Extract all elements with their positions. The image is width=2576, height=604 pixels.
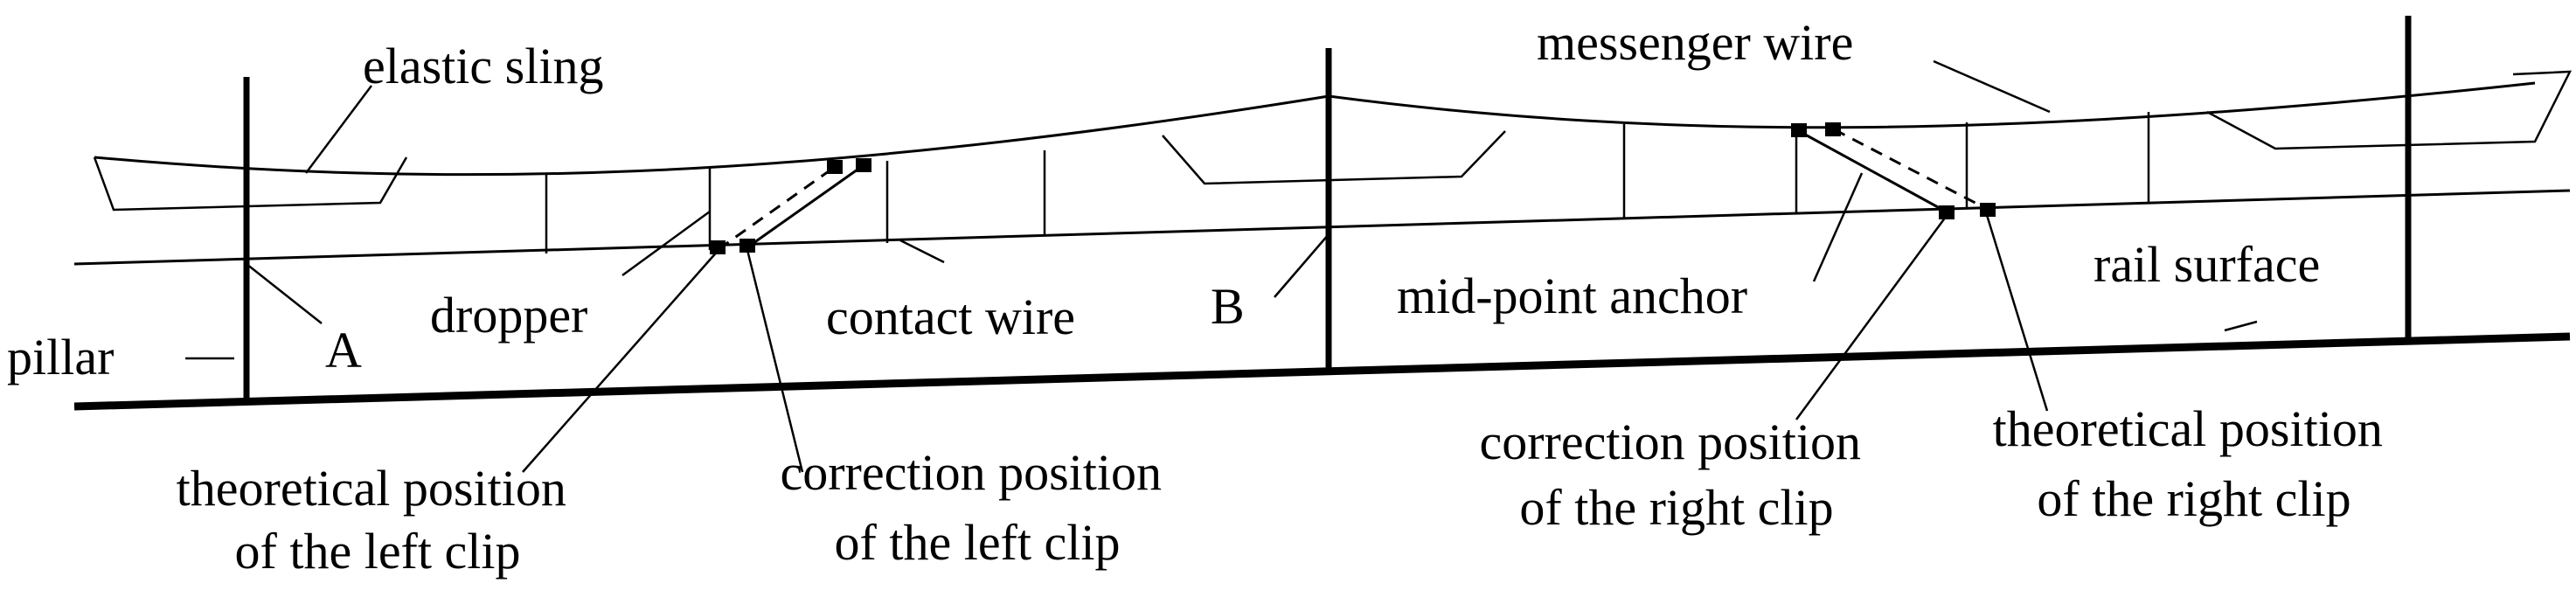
leader-contact-wire (899, 239, 945, 264)
label-theoretical-left: theoretical position of the left clip (177, 460, 580, 580)
label-contact-wire: contact wire (826, 288, 1075, 345)
mid-point-anchor-right-theoretical (1833, 128, 1989, 212)
clip-marker (1825, 122, 1841, 136)
clip-marker (1791, 123, 1807, 137)
leader-mid-point-anchor (1812, 172, 1864, 282)
leader-point-b (1274, 233, 1330, 298)
clip-marker (856, 158, 871, 172)
label-point-b: B (1211, 278, 1245, 335)
label-rail-surface: rail surface (2093, 236, 2320, 293)
label-dropper: dropper (430, 287, 587, 344)
mid-point-anchor-left-correction (746, 163, 864, 249)
leader-point-a (246, 263, 323, 324)
mid-point-anchor-left-theoretical (718, 165, 836, 251)
label-messenger-wire: messenger wire (1537, 14, 1853, 71)
mid-point-anchor-right-correction (1798, 129, 1948, 214)
leader-dropper (621, 210, 711, 277)
rail-surface-line (73, 332, 2571, 411)
leader-theoretical-left (522, 249, 719, 473)
label-correction-left: correction position of the left clip (780, 444, 1174, 571)
clip-marker (739, 239, 755, 253)
label-pillar: pillar (7, 329, 114, 385)
leader-rail-surface (2224, 320, 2258, 332)
label-mid-point-anchor: mid-point anchor (1397, 267, 1747, 324)
messenger-wire-line (94, 81, 2536, 177)
label-correction-right: correction position of the right clip (1479, 413, 1873, 536)
sling-middle (1162, 130, 1506, 185)
leader-correction-left (746, 249, 804, 473)
label-elastic-sling: elastic sling (363, 38, 603, 94)
clip-marker (1980, 203, 1996, 217)
leader-correction-right (1795, 216, 1948, 420)
sling-right (2206, 70, 2573, 150)
clip-marker (710, 240, 726, 254)
clip-marker (827, 160, 843, 174)
label-point-a: A (325, 322, 362, 378)
contact-wire-line (73, 189, 2571, 266)
label-theoretical-right: theoretical position of the right clip (1993, 400, 2396, 527)
clip-marker (1939, 205, 1955, 219)
leader-messenger-wire (1933, 59, 2051, 114)
sling-left (93, 156, 408, 212)
leader-theoretical-right (1985, 214, 2049, 412)
leader-elastic-sling (305, 85, 372, 174)
